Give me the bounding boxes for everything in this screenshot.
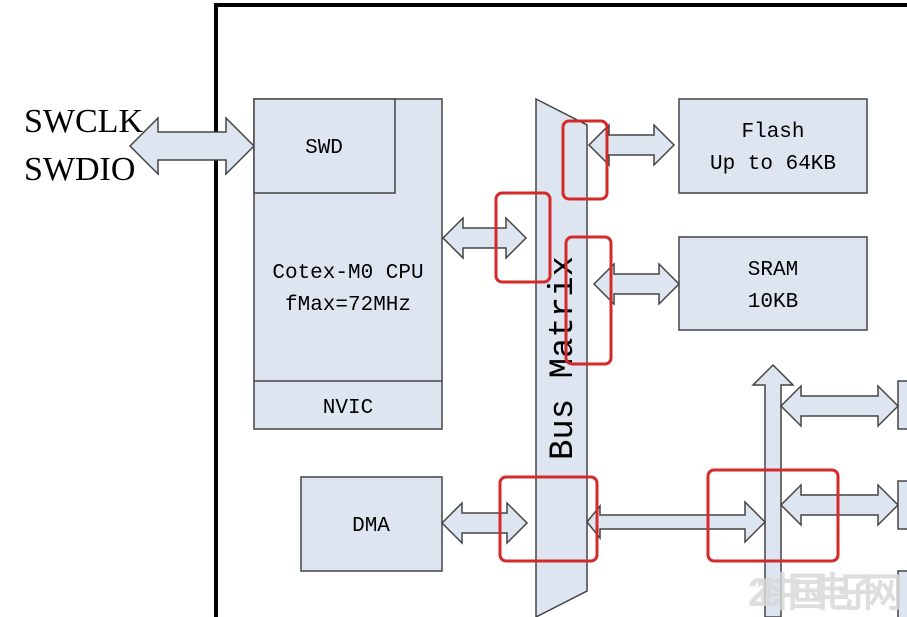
chip-border: [214, 3, 907, 617]
flash-block: [678, 98, 868, 194]
watermark-logo: 21ic 中国电子网: [748, 571, 903, 615]
cpu-label: Cotex-M0 CPU: [272, 262, 423, 285]
swclk-label: SWCLK: [24, 103, 143, 140]
nvic-label: NVIC: [323, 397, 373, 420]
highlight-peripheral-port: [706, 468, 840, 563]
peripheral-arrow-1-icon: [779, 384, 900, 428]
cpu-freq-label: fMax=72MHz: [285, 294, 411, 317]
sram-size-label: 10KB: [748, 291, 798, 314]
dma-label: DMA: [352, 515, 390, 538]
highlight-sram-port: [564, 235, 613, 366]
sram-label: SRAM: [748, 259, 798, 282]
highlight-flash-port: [561, 119, 609, 201]
dma-bus-arrow-icon: [440, 501, 529, 545]
bus-peripheral-arrow-icon: [586, 500, 767, 544]
cpu-bus-arrow-icon: [441, 216, 528, 260]
sram-arrow-icon: [592, 262, 681, 306]
bus-matrix-label: Bus Matrix: [545, 256, 583, 460]
highlight-cpu-port: [494, 191, 552, 284]
dma-block: [300, 476, 443, 572]
peripheral-bus-up-arrow-icon: [751, 363, 795, 617]
flash-label: Flash: [741, 121, 804, 144]
flash-arrow-icon: [587, 123, 676, 167]
swd-label: SWD: [305, 137, 343, 160]
flash-size-label: Up to 64KB: [710, 153, 836, 176]
peripheral-block-1: [897, 380, 907, 430]
highlight-group: [494, 119, 840, 563]
peripheral-block-3: [897, 570, 907, 617]
swd-block: [253, 98, 396, 194]
sram-block: [678, 236, 868, 331]
highlight-dma-port: [498, 475, 599, 563]
swd-arrow-icon: [128, 116, 256, 176]
swdio-label: SWDIO: [24, 151, 135, 188]
peripheral-block-2: [897, 480, 907, 530]
